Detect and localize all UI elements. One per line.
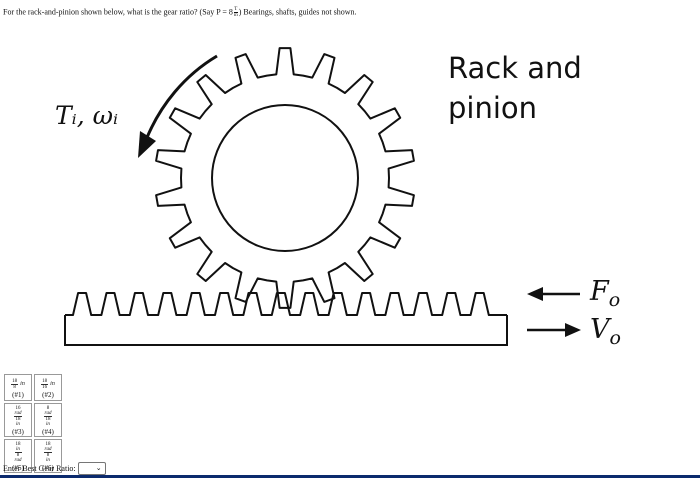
velocity-label: Vo bbox=[590, 314, 621, 349]
answer-row: Enter Best Gear Ratio: ⌄ bbox=[3, 462, 106, 475]
p-fraction-numerator: T bbox=[233, 7, 238, 13]
velocity-arrowhead bbox=[565, 323, 581, 337]
input-torque-label: Tᵢ, ωᵢ bbox=[55, 101, 118, 130]
input-rotation-arrow bbox=[144, 54, 218, 141]
question-prefix: For the rack-and-pinion shown below, wha… bbox=[3, 7, 233, 17]
gear-ratio-select[interactable]: ⌄ bbox=[77, 462, 106, 475]
answer-label: Enter Best Gear Ratio: bbox=[3, 463, 76, 473]
input-rotation-arrowhead bbox=[138, 131, 156, 158]
force-label: Fo bbox=[589, 276, 620, 311]
question-text: For the rack-and-pinion shown below, wha… bbox=[3, 7, 693, 18]
question-suffix: ) Bearings, shafts, guides not shown. bbox=[238, 7, 357, 17]
chevron-down-icon: ⌄ bbox=[95, 464, 102, 472]
bottom-rule bbox=[0, 475, 700, 478]
pinion-hub-circle bbox=[211, 104, 359, 252]
p-fraction-denominator: in bbox=[233, 13, 238, 18]
rack-bar bbox=[64, 315, 508, 346]
title-line-1: Rack and bbox=[448, 51, 582, 85]
pinion-gear bbox=[155, 47, 415, 309]
title-line-2: pinion bbox=[448, 91, 537, 125]
rack-teeth bbox=[65, 292, 507, 316]
force-arrowhead bbox=[527, 287, 543, 301]
